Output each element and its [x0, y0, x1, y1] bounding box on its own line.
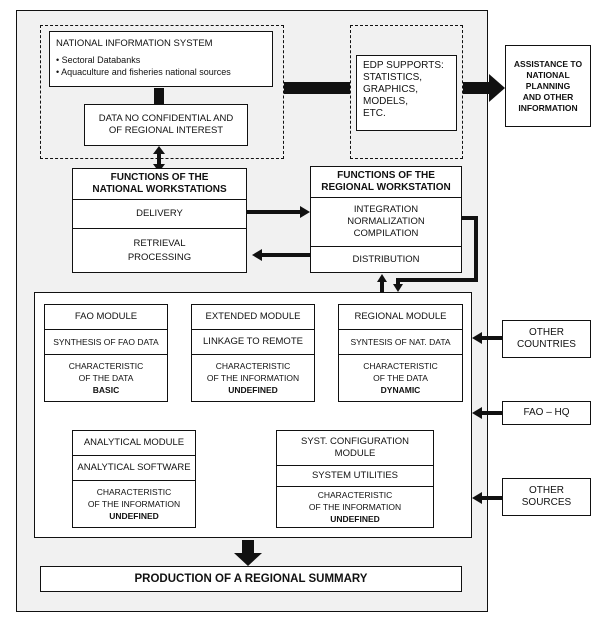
sectoral-databanks: • Sectoral Databanks	[56, 55, 141, 65]
char-line: CHARACTERISTIC	[317, 490, 393, 500]
other-sources-line: OTHER	[529, 485, 564, 496]
regional-function: NORMALIZATION	[347, 216, 425, 227]
char-line: OF THE INFORMATION	[206, 373, 300, 383]
syst-config-module-function: SYSTEM UTILITIES	[277, 466, 433, 487]
national-workstations: FUNCTIONS OF THE NATIONAL WORKSTATIONS D…	[72, 168, 247, 273]
regional-workstation: FUNCTIONS OF THE REGIONAL WORKSTATION IN…	[310, 166, 462, 273]
delivery-label: DELIVERY	[136, 208, 183, 219]
other-countries-line: OTHER	[529, 327, 564, 338]
data-no-confidential-line1: DATA NO CONFIDENTIAL AND	[98, 113, 234, 124]
regional-module-title-text: REGIONAL MODULE	[354, 311, 447, 322]
extended-module-characteristic: CHARACTERISTIC OF THE INFORMATION UNDEFI…	[192, 355, 314, 401]
distribution-label: DISTRIBUTION	[352, 253, 420, 265]
assistance-line: NATIONAL	[526, 69, 570, 80]
char-line: CHARACTERISTIC	[68, 361, 144, 371]
edp-line: MODELS,	[363, 96, 409, 107]
analytical-module-function: ANALYTICAL SOFTWARE	[73, 456, 195, 481]
national-workstations-title: FUNCTIONS OF THE NATIONAL WORKSTATIONS	[73, 169, 246, 200]
analytical-module-title: ANALYTICAL MODULE	[73, 431, 195, 456]
edp-line: GRAPHICS,	[363, 84, 419, 95]
regional-ws-title-line: REGIONAL WORKSTATION	[321, 182, 451, 193]
regional-module-title: REGIONAL MODULE	[339, 305, 462, 330]
syst-config-title-line: MODULE	[334, 448, 376, 459]
extended-module-title-text: EXTENDED MODULE	[205, 311, 301, 322]
production-regional-summary: PRODUCTION OF A REGIONAL SUMMARY	[40, 566, 462, 592]
assistance-line: ASSISTANCE TO	[513, 58, 583, 69]
syst-config-module-title: SYST. CONFIGURATION MODULE	[277, 431, 433, 466]
regional-module: REGIONAL MODULE SYNTESIS OF NAT. DATA CH…	[338, 304, 463, 402]
national-ws-title-line: FUNCTIONS OF THE	[110, 172, 209, 183]
char-line: CHARACTERISTIC	[363, 361, 438, 371]
fao-module-title: FAO MODULE	[45, 305, 167, 330]
regional-module-function: SYNTESIS OF NAT. DATA	[339, 330, 462, 355]
other-countries-line: COUNTRIES	[517, 339, 576, 350]
aquaculture-sources: • Aquaculture and fisheries national sou…	[56, 67, 231, 77]
analytical-module-characteristic: CHARACTERISTIC OF THE INFORMATION UNDEFI…	[73, 481, 195, 527]
regional-module-function-text: SYNTESIS OF NAT. DATA	[350, 337, 451, 347]
syst-config-title-line: SYST. CONFIGURATION	[300, 436, 410, 447]
other-sources-line: SOURCES	[521, 497, 572, 508]
analytical-module-type: UNDEFINED	[109, 511, 159, 521]
integration-row: INTEGRATION NORMALIZATION COMPILATION	[311, 198, 461, 247]
edp-line: EDP SUPPORTS:	[363, 60, 444, 71]
char-line: OF THE DATA	[373, 373, 428, 383]
distribution-row: DISTRIBUTION	[311, 247, 461, 272]
fao-module-characteristic: CHARACTERISTIC OF THE DATA BASIC	[45, 355, 167, 401]
extended-module-function-text: LINKAGE TO REMOTE	[203, 336, 303, 347]
edp-line: ETC.	[363, 108, 386, 119]
edp-area	[350, 25, 463, 159]
processing-label: PROCESSING	[127, 251, 192, 263]
regional-module-characteristic: CHARACTERISTIC OF THE DATA DYNAMIC	[339, 355, 462, 401]
national-ws-title-line: NATIONAL WORKSTATIONS	[92, 184, 227, 195]
syst-config-module: SYST. CONFIGURATION MODULE SYSTEM UTILIT…	[276, 430, 434, 528]
assistance-box: ASSISTANCE TO NATIONAL PLANNING AND OTHE…	[505, 45, 591, 127]
extended-module-function: LINKAGE TO REMOTE	[192, 330, 314, 355]
char-line: OF THE INFORMATION	[87, 499, 181, 509]
fao-module-type: BASIC	[92, 385, 120, 395]
retrieval-processing-row: RETRIEVAL PROCESSING	[73, 229, 246, 272]
other-countries: OTHER COUNTRIES	[502, 320, 591, 358]
data-no-confidential-line2: OF REGIONAL INTEREST	[108, 125, 224, 136]
delivery-row: DELIVERY	[73, 200, 246, 229]
fao-module: FAO MODULE SYNTHESIS OF FAO DATA CHARACT…	[44, 304, 168, 402]
analytical-module-function-text: ANALYTICAL SOFTWARE	[77, 462, 191, 473]
assistance-line: AND OTHER	[522, 91, 574, 102]
fao-hq: FAO – HQ	[502, 401, 591, 425]
char-line: CHARACTERISTIC	[96, 487, 172, 497]
data-no-confidential: DATA NO CONFIDENTIAL AND OF REGIONAL INT…	[84, 104, 248, 146]
fao-module-function: SYNTHESIS OF FAO DATA	[45, 330, 167, 355]
char-line: OF THE DATA	[78, 373, 134, 383]
char-line: CHARACTERISTIC	[215, 361, 291, 371]
edp-line: STATISTICS,	[363, 72, 423, 83]
analytical-module: ANALYTICAL MODULE ANALYTICAL SOFTWARE CH…	[72, 430, 196, 528]
assistance-line: PLANNING	[525, 80, 571, 91]
extended-module-title: EXTENDED MODULE	[192, 305, 314, 330]
extended-module-type: UNDEFINED	[228, 385, 278, 395]
syst-config-module-characteristic: CHARACTERISTIC OF THE INFORMATION UNDEFI…	[277, 487, 433, 527]
fao-module-function-text: SYNTHESIS OF FAO DATA	[53, 337, 159, 347]
regional-workstation-title: FUNCTIONS OF THE REGIONAL WORKSTATION	[311, 167, 461, 198]
regional-function: INTEGRATION	[353, 204, 419, 215]
syst-config-module-type: UNDEFINED	[330, 514, 380, 524]
char-line: OF THE INFORMATION	[308, 502, 402, 512]
regional-ws-title-line: FUNCTIONS OF THE	[337, 170, 435, 181]
other-sources: OTHER SOURCES	[502, 478, 591, 516]
production-label: PRODUCTION OF A REGIONAL SUMMARY	[134, 573, 368, 585]
analytical-module-title-text: ANALYTICAL MODULE	[83, 437, 185, 448]
assistance-line: INFORMATION	[518, 102, 578, 113]
regional-module-type: DYNAMIC	[380, 385, 421, 395]
national-area	[40, 25, 284, 159]
fao-hq-label: FAO – HQ	[523, 407, 570, 418]
edp-supports: EDP SUPPORTS: STATISTICS, GRAPHICS, MODE…	[356, 55, 457, 131]
fao-module-title-text: FAO MODULE	[74, 311, 138, 322]
extended-module: EXTENDED MODULE LINKAGE TO REMOTE CHARAC…	[191, 304, 315, 402]
syst-config-function-text: SYSTEM UTILITIES	[311, 470, 399, 481]
national-information-system-title: NATIONAL INFORMATION SYSTEM	[56, 38, 213, 49]
regional-function: COMPILATION	[353, 228, 419, 239]
national-information-system: NATIONAL INFORMATION SYSTEM • Sectoral D…	[49, 31, 273, 87]
retrieval-label: RETRIEVAL	[133, 237, 186, 249]
